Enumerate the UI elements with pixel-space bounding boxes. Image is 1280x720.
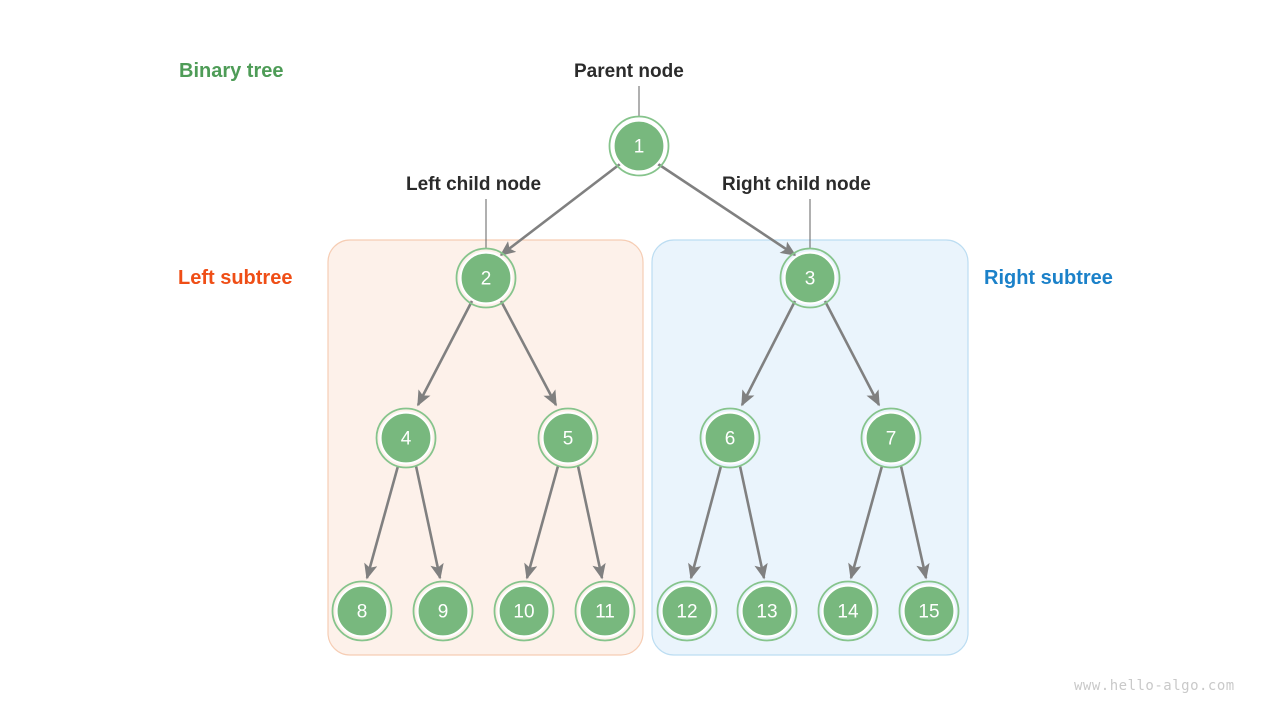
edge-3-7 — [823, 300, 881, 407]
tree-node-label: 15 — [918, 602, 939, 623]
figure-title: Binary tree — [179, 60, 284, 82]
edge-4-9 — [414, 465, 444, 580]
edge-1-3 — [657, 162, 797, 257]
tree-node-12[interactable]: 12 — [656, 580, 718, 642]
edge-7-15 — [899, 465, 930, 580]
tree-node-label: 10 — [513, 602, 534, 623]
tree-node-label: 8 — [357, 602, 368, 623]
edge-7-14 — [848, 465, 884, 580]
tree-node-6[interactable]: 6 — [699, 407, 761, 469]
tree-node-14[interactable]: 14 — [817, 580, 879, 642]
tree-node-label: 14 — [837, 602, 859, 623]
tree-node-label: 13 — [756, 602, 777, 623]
tree-node-label: 7 — [886, 429, 897, 450]
tree-node-label: 9 — [438, 602, 449, 623]
edge-1-2 — [499, 162, 621, 257]
tree-node-label: 1 — [634, 137, 645, 158]
callout-left-child-node: Left child node — [406, 174, 542, 195]
edge-4-8 — [364, 465, 400, 580]
tree-node-8[interactable]: 8 — [331, 580, 393, 642]
edge-3-6 — [740, 300, 797, 407]
tree-node-5[interactable]: 5 — [537, 407, 599, 469]
tree-node-label: 11 — [595, 602, 615, 623]
tree-node-4[interactable]: 4 — [375, 407, 437, 469]
edge-2-5 — [499, 300, 558, 407]
edge-2-4 — [416, 300, 474, 407]
right-subtree-label: Right subtree — [984, 267, 1113, 289]
tree-node-15[interactable]: 15 — [898, 580, 960, 642]
callout-parent-node: Parent node — [574, 61, 684, 82]
left-subtree-label: Left subtree — [178, 267, 293, 289]
edge-5-10 — [524, 465, 560, 580]
tree-node-13[interactable]: 13 — [736, 580, 798, 642]
callout-leader-lines — [485, 86, 811, 248]
watermark: www.hello-algo.com — [1074, 678, 1235, 694]
edge-5-11 — [576, 465, 606, 580]
tree-node-9[interactable]: 9 — [412, 580, 474, 642]
tree-node-11[interactable]: 11 — [574, 580, 636, 642]
tree-node-2[interactable]: 2 — [455, 247, 517, 309]
edge-6-12 — [688, 465, 723, 580]
tree-node-3[interactable]: 3 — [779, 247, 841, 309]
tree-node-label: 6 — [725, 429, 736, 450]
edge-6-13 — [738, 465, 768, 580]
tree-node-label: 12 — [676, 602, 697, 623]
callout-right-child-node: Right child node — [722, 174, 871, 195]
tree-node-7[interactable]: 7 — [860, 407, 922, 469]
tree-node-label: 4 — [401, 429, 412, 450]
tree-edges — [364, 162, 930, 580]
tree-node-10[interactable]: 10 — [493, 580, 555, 642]
tree-node-label: 3 — [805, 269, 816, 290]
tree-node-label: 5 — [563, 429, 574, 450]
tree-node-label: 2 — [481, 269, 492, 290]
tree-nodes: 1 2 3 4 5 — [331, 115, 960, 642]
tree-node-1[interactable]: 1 — [608, 115, 670, 177]
